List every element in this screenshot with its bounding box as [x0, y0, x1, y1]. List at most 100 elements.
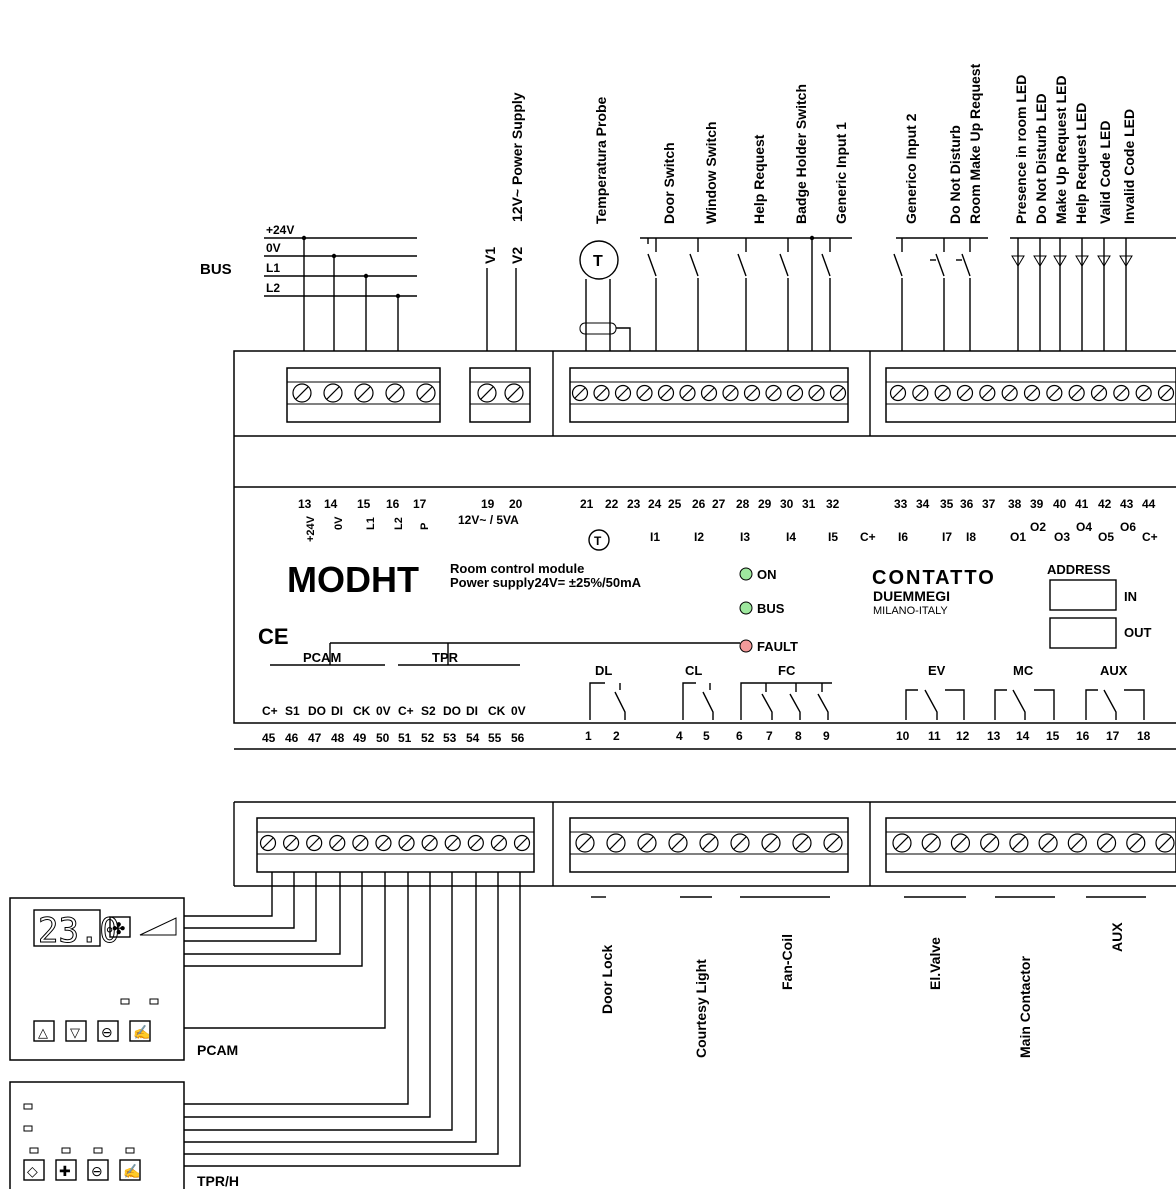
term-num: 53 — [443, 731, 457, 745]
term-name: C+ — [1142, 530, 1158, 544]
module-name: MODHT — [287, 559, 419, 600]
output-el-valve-label: El.Valve — [927, 937, 943, 990]
term-num: 38 — [1008, 497, 1022, 511]
input-make-up-label: Room Make Up Request — [967, 63, 983, 224]
mode-button[interactable] — [97, 1020, 119, 1042]
term-name: I1 — [650, 530, 660, 544]
address-in-box — [1049, 579, 1117, 611]
broom-icon: ✍ — [133, 1024, 150, 1040]
input-generic-1-label: Generic Input 1 — [833, 122, 849, 224]
input-do-not-disturb-label: Do Not Disturb — [947, 125, 963, 224]
output-fan-coil-label: Fan-Coil — [779, 934, 795, 990]
bus-line-label: L2 — [266, 281, 280, 295]
term-num: 32 — [826, 497, 840, 511]
power-v2-label: V2 — [509, 247, 525, 264]
term-num: 54 — [466, 731, 480, 745]
term-name: C+ — [398, 704, 414, 718]
term-num: 40 — [1053, 497, 1067, 511]
term-name: S1 — [285, 704, 300, 718]
term-num: 2 — [613, 729, 620, 743]
term-name: C+ — [860, 530, 876, 544]
minus-circle-icon: ⊖ — [101, 1024, 113, 1040]
probe-symbol-small: T — [594, 534, 602, 548]
term-num: 17 — [1106, 729, 1120, 743]
top-terminal-blocks — [286, 351, 1176, 436]
relay-aux-label: AUX — [1100, 663, 1128, 678]
term-num: 4 — [676, 729, 683, 743]
term-name: CK — [353, 704, 371, 718]
lightbulb-icon: ◇ — [27, 1163, 38, 1179]
term-num: 8 — [795, 729, 802, 743]
bus-lines — [264, 235, 417, 368]
term-name: O3 — [1054, 530, 1070, 544]
term-num: 13 — [987, 729, 1001, 743]
tpr-button-2[interactable] — [55, 1159, 77, 1181]
top-screws — [292, 383, 1175, 403]
term-num: 29 — [758, 497, 772, 511]
pcam-panel-label: PCAM — [197, 1042, 238, 1058]
term-name: DI — [466, 704, 478, 718]
term-num: 50 — [376, 731, 390, 745]
input-help-request-label: Help Request — [751, 134, 767, 224]
term-num: 45 — [262, 731, 276, 745]
output-main-contactor-label: Main Contactor — [1017, 956, 1033, 1058]
input-badge-holder-label: Badge Holder Switch — [793, 84, 809, 224]
bus-line-label: 0V — [266, 241, 281, 255]
term-num: 39 — [1030, 497, 1044, 511]
up-button[interactable] — [33, 1020, 55, 1042]
cross-icon: ✚ — [59, 1163, 71, 1179]
term-num: 17 — [413, 497, 427, 511]
fan-icon-glyph: ✤ — [112, 921, 125, 938]
term-name: I7 — [942, 530, 952, 544]
power-supply-title: 12V~ Power Supply — [509, 92, 525, 222]
input-window-switch-label: Window Switch — [703, 121, 719, 224]
tpr-panel-label: TPR/H — [197, 1173, 239, 1189]
term-num: 19 — [481, 497, 495, 511]
term-num: 42 — [1098, 497, 1112, 511]
relay-fc-label: FC — [778, 663, 796, 678]
tpr-button-1[interactable] — [23, 1159, 45, 1181]
relay-dl-label: DL — [595, 663, 612, 678]
led-bus-label: BUS — [757, 601, 785, 616]
term-num: 37 — [982, 497, 996, 511]
term-name: DI — [331, 704, 343, 718]
term-num: 48 — [331, 731, 345, 745]
tpr-button-3[interactable] — [87, 1159, 109, 1181]
cleaning-button[interactable] — [129, 1020, 151, 1042]
term-name: C+ — [262, 704, 278, 718]
term-num: 31 — [802, 497, 816, 511]
address-in-label: IN — [1124, 589, 1137, 604]
term-num: 1 — [585, 729, 592, 743]
relay-ev-label: EV — [928, 663, 946, 678]
term-num: 56 — [511, 731, 525, 745]
down-button[interactable] — [65, 1020, 87, 1042]
term-num: 14 — [1016, 729, 1030, 743]
address-out-box — [1049, 617, 1117, 649]
minus-circle-icon: ⊖ — [91, 1163, 103, 1179]
term-num: 33 — [894, 497, 908, 511]
term-num: 51 — [398, 731, 412, 745]
term-name: I8 — [966, 530, 976, 544]
led-help-label: Help Request LED — [1073, 103, 1089, 224]
led-makeup-label: Make Up Request LED — [1053, 75, 1069, 224]
tpr-button-4[interactable] — [119, 1159, 141, 1181]
pcam-bus-label: PCAM — [303, 650, 341, 665]
term-num: 22 — [605, 497, 619, 511]
term-num: 34 — [916, 497, 930, 511]
term-num: 14 — [324, 497, 338, 511]
address-out-label: OUT — [1124, 625, 1152, 640]
input-door-switch-label: Door Switch — [661, 142, 677, 224]
led-fault-label: FAULT — [757, 639, 798, 654]
term-name: L2 — [393, 517, 405, 530]
ramp-icon — [139, 917, 177, 936]
input-labels-top: Door Switch Window Switch Help Request B… — [661, 63, 1137, 224]
term-name: O4 — [1076, 520, 1092, 534]
term-num: 28 — [736, 497, 750, 511]
term-name: I5 — [828, 530, 838, 544]
ce-mark: CE — [258, 624, 289, 649]
tpr-bus-label: TPR — [432, 650, 459, 665]
up-arrow-icon: △ — [38, 1025, 48, 1040]
bus-label: BUS — [200, 261, 232, 278]
